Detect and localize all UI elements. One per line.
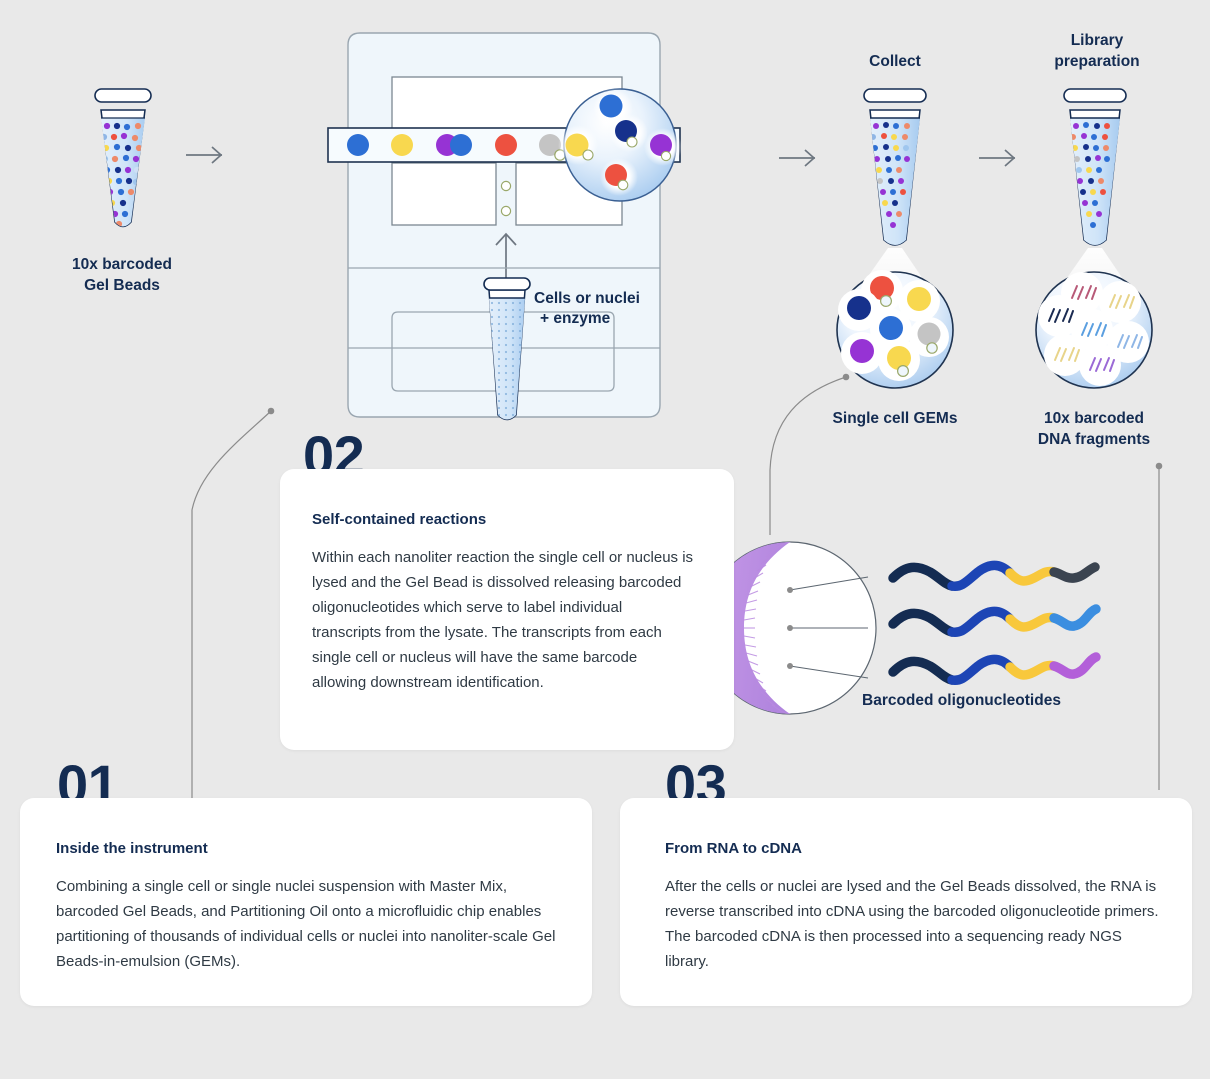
library-tube-beads bbox=[1070, 122, 1110, 228]
gel-beads-caption: 10x barcoded Gel Beads bbox=[34, 255, 210, 297]
library-label-line1: Library bbox=[1070, 32, 1124, 49]
gem-zoom-beads bbox=[558, 88, 682, 196]
oligo-caption: Barcoded oligonucleotides bbox=[862, 691, 1122, 712]
instrument bbox=[327, 32, 682, 421]
oligo-strand-3 bbox=[888, 652, 1101, 686]
step-03-title: From RNA to cDNA bbox=[665, 840, 802, 857]
oligo-caption-text: Barcoded oligonucleotides bbox=[862, 692, 1061, 709]
step-01-body: Combining a single cell or single nuclei… bbox=[56, 878, 556, 971]
step-03-body: After the cells or nuclei are lysed and … bbox=[665, 878, 1159, 971]
barcoded-oligonucleotides bbox=[888, 560, 1101, 686]
step-02-body: Within each nanoliter reaction the singl… bbox=[312, 549, 694, 692]
gel-beads-caption-line2: Gel Beads bbox=[84, 276, 160, 294]
gel-beads-caption-line1: 10x barcoded bbox=[72, 256, 172, 273]
flow-arrow-2 bbox=[779, 149, 816, 167]
step-01-card: Inside the instrument Combining a single… bbox=[20, 798, 592, 1006]
step-02-title: Self-contained reactions bbox=[312, 511, 487, 528]
dna-fragments-caption: 10x barcoded DNA fragments bbox=[1004, 409, 1184, 451]
collect-label: Collect bbox=[805, 52, 985, 73]
step-01-title: Inside the instrument bbox=[56, 840, 208, 857]
collect-tube-beads bbox=[870, 122, 910, 228]
dna-caption-line2: DNA fragments bbox=[1037, 430, 1151, 448]
single-cell-gems-caption: Single cell GEMs bbox=[805, 409, 985, 430]
sample-tube-label-line1: Cells or nuclei bbox=[534, 290, 640, 307]
collect-label-line1: Collect bbox=[869, 53, 921, 70]
oligo-strand-2 bbox=[888, 604, 1101, 638]
leader-lines bbox=[191, 373, 1163, 800]
gems-circle-beads bbox=[838, 270, 949, 381]
dna-fragments-circle bbox=[1035, 271, 1153, 389]
dna-fragment-cells bbox=[1038, 272, 1149, 386]
single-cell-gems-circle bbox=[836, 270, 954, 389]
library-preparation-label: Library preparation bbox=[1007, 31, 1187, 72]
sample-tube-label: Cells or nuclei + enzyme bbox=[534, 289, 714, 329]
step-03-card: From RNA to cDNA After the cells or nucl… bbox=[620, 798, 1192, 1006]
flow-arrow-1 bbox=[186, 146, 223, 164]
gems-caption-line1: Single cell GEMs bbox=[832, 410, 958, 427]
workflow-illustration bbox=[94, 32, 1163, 800]
oligo-strand-1 bbox=[888, 560, 1100, 592]
gel-beads-tube bbox=[94, 88, 152, 228]
flow-arrow-3 bbox=[979, 149, 1016, 167]
library-label-line2: preparation bbox=[1054, 52, 1140, 70]
gem-zoom-bubble bbox=[558, 88, 682, 202]
step-02-card: Self-contained reactions Within each nan… bbox=[280, 469, 734, 750]
sample-tube-label-line2: + enzyme bbox=[540, 310, 611, 328]
dna-caption-line1: 10x barcoded bbox=[1044, 410, 1144, 427]
